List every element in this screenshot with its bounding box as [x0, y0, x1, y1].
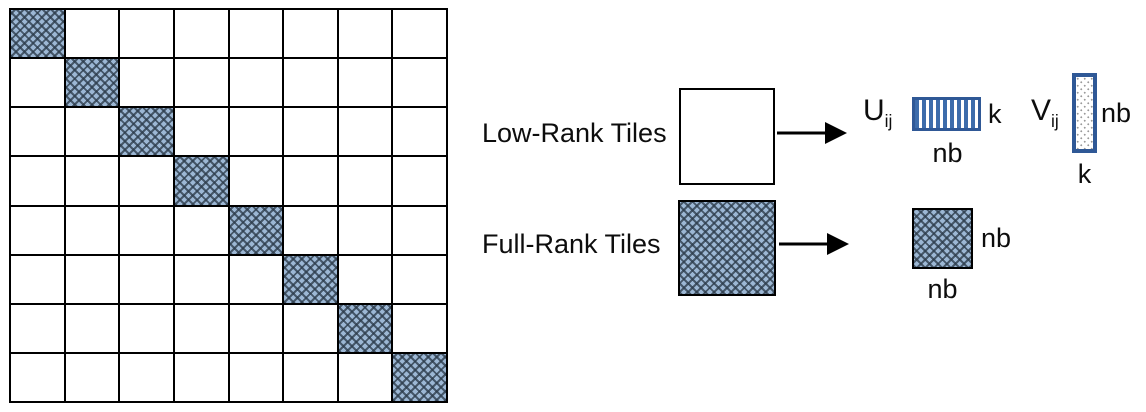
- matrix-tile-low-rank: [120, 10, 175, 60]
- matrix-tile-low-rank: [284, 304, 339, 354]
- matrix-tile-low-rank: [65, 108, 121, 158]
- matrix-tile-low-rank: [174, 206, 230, 256]
- matrix-tile-low-rank: [393, 304, 448, 354]
- matrix-tile-low-rank: [65, 157, 121, 207]
- matrix-tile-low-rank: [338, 108, 394, 158]
- matrix-tile-full-rank: [229, 206, 285, 256]
- matrix-tile-low-rank: [338, 255, 394, 305]
- matrix-tile-low-rank: [393, 10, 448, 60]
- matrix-tile-low-rank: [229, 10, 285, 60]
- v-factor-letter: V: [1031, 94, 1052, 127]
- v-factor-block: [1072, 73, 1097, 153]
- matrix-tile-low-rank: [120, 304, 175, 354]
- matrix-tile-low-rank: [284, 10, 339, 60]
- matrix-tile-low-rank: [174, 10, 230, 60]
- matrix-tile-full-rank: [338, 304, 394, 354]
- matrix-tile-low-rank: [174, 304, 230, 354]
- matrix-tile-low-rank: [11, 353, 66, 403]
- matrix-tile-low-rank: [229, 108, 285, 158]
- matrix-tile-low-rank: [120, 255, 175, 305]
- matrix-tile-low-rank: [393, 157, 448, 207]
- matrix-tile-low-rank: [229, 157, 285, 207]
- matrix-tile-low-rank: [65, 206, 121, 256]
- matrix-tile-low-rank: [174, 353, 230, 403]
- full-rank-result-block: [912, 208, 973, 269]
- v-factor-symbol: Vij: [1031, 96, 1059, 130]
- matrix-tile-low-rank: [174, 255, 230, 305]
- matrix-tile-low-rank: [229, 353, 285, 403]
- matrix-tile-low-rank: [338, 206, 394, 256]
- matrix-tile-full-rank: [120, 108, 175, 158]
- matrix-tile-low-rank: [11, 157, 66, 207]
- matrix-tile-low-rank: [65, 10, 121, 60]
- matrix-tile-low-rank: [338, 157, 394, 207]
- matrix-tile-low-rank: [174, 59, 230, 109]
- v-factor-k-label: k: [1077, 159, 1092, 189]
- low-rank-tiles-label: Low-Rank Tiles: [482, 118, 667, 148]
- matrix-tile-low-rank: [11, 59, 66, 109]
- matrix-tile-full-rank: [284, 255, 339, 305]
- matrix-tile-full-rank: [11, 10, 66, 60]
- matrix-tile-low-rank: [229, 304, 285, 354]
- matrix-tile-low-rank: [120, 206, 175, 256]
- matrix-tile-low-rank: [11, 255, 66, 305]
- matrix-tile-low-rank: [393, 255, 448, 305]
- matrix-tile-low-rank: [338, 353, 394, 403]
- low-rank-swatch: [679, 88, 775, 185]
- matrix-tile-low-rank: [174, 108, 230, 158]
- matrix-tile-low-rank: [338, 10, 394, 60]
- u-factor-symbol: Uij: [863, 96, 892, 130]
- full-rank-nb-height-label: nb: [981, 223, 1012, 253]
- matrix-tile-low-rank: [11, 108, 66, 158]
- matrix-tile-low-rank: [393, 206, 448, 256]
- full-rank-swatch: [678, 200, 776, 296]
- matrix-tile-low-rank: [120, 157, 175, 207]
- full-rank-arrow-icon: [779, 233, 849, 255]
- matrix-tile-low-rank: [11, 206, 66, 256]
- matrix-tile-low-rank: [393, 108, 448, 158]
- matrix-tile-low-rank: [284, 59, 339, 109]
- u-factor-subscript: ij: [884, 111, 893, 131]
- matrix-tile-low-rank: [284, 206, 339, 256]
- matrix-tile-full-rank: [65, 59, 121, 109]
- matrix-tile-low-rank: [120, 59, 175, 109]
- u-factor-block: [912, 97, 981, 131]
- matrix-tile-low-rank: [65, 353, 121, 403]
- full-rank-nb-width-label: nb: [927, 274, 958, 304]
- matrix-tile-low-rank: [393, 59, 448, 109]
- matrix-tile-low-rank: [284, 108, 339, 158]
- matrix-tile-low-rank: [284, 157, 339, 207]
- matrix-tile-low-rank: [11, 304, 66, 354]
- matrix-tile-low-rank: [120, 353, 175, 403]
- u-factor-nb-label: nb: [932, 138, 963, 168]
- v-factor-subscript: ij: [1051, 111, 1059, 131]
- matrix-tile-low-rank: [229, 59, 285, 109]
- u-factor-k-label: k: [988, 99, 1002, 129]
- matrix-tile-full-rank: [174, 157, 230, 207]
- full-rank-tiles-label: Full-Rank Tiles: [482, 229, 661, 259]
- matrix-tile-full-rank: [393, 353, 448, 403]
- low-rank-arrow-icon: [777, 122, 847, 144]
- matrix-tile-low-rank: [284, 353, 339, 403]
- matrix-tile-low-rank: [229, 255, 285, 305]
- tile-matrix: [9, 8, 448, 403]
- matrix-tile-low-rank: [65, 304, 121, 354]
- u-factor-letter: U: [863, 94, 885, 127]
- matrix-tile-low-rank: [338, 59, 394, 109]
- v-factor-nb-label: nb: [1101, 98, 1132, 128]
- matrix-tile-low-rank: [65, 255, 121, 305]
